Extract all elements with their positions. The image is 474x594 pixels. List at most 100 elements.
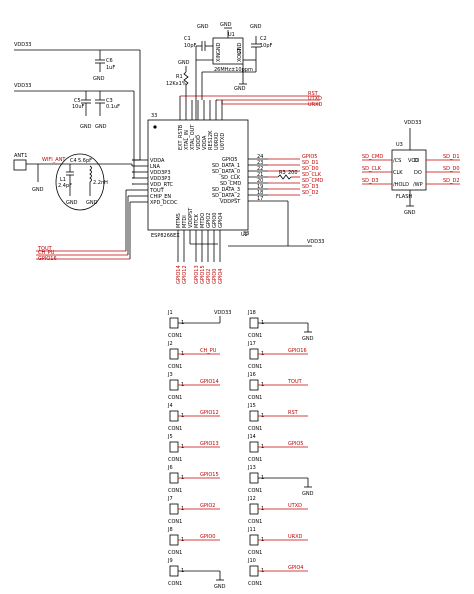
connector-body[interactable] bbox=[249, 534, 259, 546]
esp8266-chip: ESP8266EX U2 33 VDDA LNA VDD3P3 VDD3P3 V… bbox=[132, 96, 268, 284]
connector-net-label: UTXD bbox=[288, 503, 302, 509]
connector-body[interactable] bbox=[249, 472, 259, 484]
connector-body[interactable] bbox=[249, 379, 259, 391]
flash-net-sd-d3: SD_D3 bbox=[362, 178, 379, 184]
connector-body[interactable] bbox=[169, 348, 179, 360]
connector-body[interactable] bbox=[249, 503, 259, 515]
chip-bottom-nets: GPIO14 GPIO12 GPIO13 GPIO15 GPIO2 GPIO0 … bbox=[176, 243, 224, 284]
connector-net-label: GPIO4 bbox=[288, 565, 303, 571]
pin-num-20: 20 bbox=[257, 178, 263, 184]
connector-body[interactable] bbox=[249, 348, 259, 360]
crystal-pin-xin: XIN bbox=[216, 53, 222, 62]
connector-type: CON1 bbox=[248, 426, 262, 432]
pin-label-vdd3p3-a: VDD3P3 bbox=[150, 170, 171, 176]
pin-label-mtdi: MTDI bbox=[182, 215, 188, 228]
connector-body[interactable] bbox=[169, 503, 179, 515]
connector-type: CON1 bbox=[248, 395, 262, 401]
resistor-r3 bbox=[277, 174, 292, 180]
connector-body[interactable] bbox=[249, 317, 259, 329]
connector-type: CON1 bbox=[168, 364, 182, 370]
c4-ref: C4 bbox=[70, 158, 77, 164]
connector-net-label: GPIO15 bbox=[200, 472, 219, 478]
net-urxd: URXD bbox=[308, 102, 323, 108]
chip-right-pins: GPIO5 SD_DATA_1 SD_DATA_0 SD_CLK SD_CMD … bbox=[212, 154, 268, 205]
pin-label-ext-rstb: EXT_RSTB bbox=[178, 124, 184, 150]
c4-value: 5.6pF bbox=[78, 158, 92, 164]
pin-label-xtal-in: XTAL_IN bbox=[184, 130, 190, 150]
connector-ref: J12 bbox=[247, 496, 256, 502]
connector-body[interactable] bbox=[169, 410, 179, 422]
net-sd-cmd: SD_CMD bbox=[302, 178, 323, 184]
connector-body[interactable] bbox=[169, 441, 179, 453]
flash-body bbox=[391, 149, 427, 191]
pin-label-sd-data-3: SD_DATA_3 bbox=[212, 187, 240, 193]
connector-net-label: GPIO14 bbox=[200, 379, 219, 385]
flash-gnd-label: GND bbox=[404, 210, 416, 216]
c3-gnd-label: GND bbox=[95, 124, 107, 130]
connector-ref: J11 bbox=[247, 527, 256, 533]
pin-label-sd-cmd: SD_CMD bbox=[220, 181, 241, 187]
net-rst: RST bbox=[308, 91, 319, 97]
left-power-rails: VDD33 C6 1uF GND VDD33 C5 10uF GND C3 0.… bbox=[14, 42, 141, 185]
c2-value: 10pF bbox=[260, 43, 273, 49]
connector-body[interactable] bbox=[249, 565, 259, 577]
inductor-l2 bbox=[89, 165, 92, 183]
crystal-pin-gnd-b: GND bbox=[237, 42, 243, 54]
connector-body[interactable] bbox=[169, 379, 179, 391]
pin-label-sd-data-0: SD_DATA_0 bbox=[212, 169, 240, 175]
connector-body[interactable] bbox=[169, 317, 179, 329]
r1-value: 12Kx1% bbox=[166, 81, 187, 87]
net-gpio4-label: GPIO4 bbox=[218, 269, 224, 284]
flash-pin-di: DI bbox=[414, 158, 419, 164]
pin1-marker bbox=[153, 125, 157, 129]
pin-label-gpio5: GPIO5 bbox=[222, 157, 237, 163]
connector-net-label: GPIO16 bbox=[288, 348, 307, 354]
connector-ref: J4 bbox=[167, 403, 173, 409]
pin-label-sd-data-2: SD_DATA_2 bbox=[212, 193, 240, 199]
flash-pin-clk: CLK bbox=[393, 170, 403, 176]
connector-type: CON1 bbox=[248, 457, 262, 463]
connector-body[interactable] bbox=[249, 410, 259, 422]
l1-value: 2.4pF bbox=[58, 183, 72, 189]
connector-net-label: GPIO12 bbox=[200, 410, 219, 416]
connector-net-label: GPIO2 bbox=[200, 503, 215, 509]
flash-chip: U3 FLASH /CS CLK /HOLD DI DO /WP VCC VDD… bbox=[362, 120, 460, 216]
crystal-pin-xout: XOUT bbox=[237, 47, 243, 62]
flash-ref: U3 bbox=[396, 142, 403, 148]
connector-body[interactable] bbox=[169, 534, 179, 546]
net-sd-d2: SD_D2 bbox=[302, 190, 319, 196]
connector-net-label: CH_PU bbox=[200, 348, 217, 354]
pin-num-22: 22 bbox=[257, 166, 263, 172]
connector-body[interactable] bbox=[249, 441, 259, 453]
net-utxd: UTXD bbox=[308, 96, 322, 102]
connector-body[interactable] bbox=[169, 472, 179, 484]
connectors-left: J11CON1VDD33J21CON1CH_PUJ31CON1GPIO14J41… bbox=[167, 310, 231, 590]
connector-type: CON1 bbox=[168, 395, 182, 401]
ant-ref: ANT1 bbox=[14, 153, 27, 159]
connector-ref: J8 bbox=[167, 527, 173, 533]
c5-ref: C5 bbox=[74, 98, 81, 104]
connector-type: CON1 bbox=[248, 333, 262, 339]
chip-pad-label: 33 bbox=[151, 113, 157, 119]
connector-body[interactable] bbox=[169, 565, 179, 577]
flash-vdd-label: VDD33 bbox=[404, 120, 421, 126]
pin-label-xtal-out: XTAL_OUT bbox=[190, 124, 196, 150]
